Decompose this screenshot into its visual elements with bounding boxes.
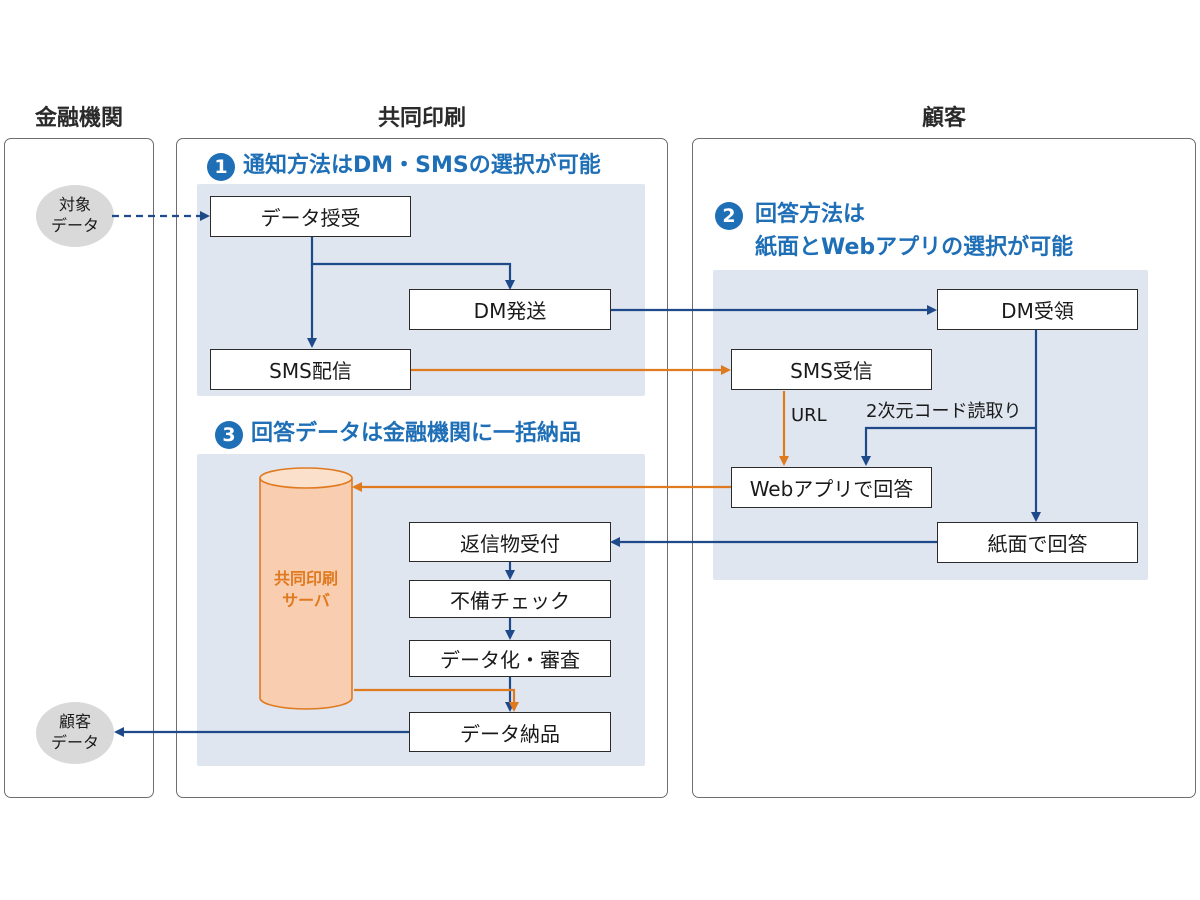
lane-bank [4, 138, 154, 798]
node-digitize-review: データ化・審査 [409, 640, 611, 677]
node-web-answer: Webアプリで回答 [731, 467, 932, 508]
node-defect-check: 不備チェック [409, 580, 611, 618]
lane-title-customer: 顧客 [921, 106, 966, 131]
target-data-bubble: 対象 データ [36, 185, 114, 247]
lane-title-printer: 共同印刷 [377, 106, 466, 131]
server-label: 共同印刷 サーバ [258, 568, 354, 611]
node-dm-receive: DM受領 [937, 289, 1138, 330]
node-data-delivery: データ納品 [409, 712, 611, 752]
server-label-line2: サーバ [282, 590, 330, 610]
node-return-accept: 返信物受付 [409, 522, 611, 562]
section-1-title: 通知方法はDM・SMSの選択が可能 [243, 153, 601, 178]
server-label-line1: 共同印刷 [273, 569, 338, 588]
arrow-server-to-delivery [354, 688, 519, 712]
target-data-line2: データ [50, 216, 99, 235]
node-dm-send: DM発送 [409, 289, 611, 330]
customer-data-line1: 顧客 [58, 712, 91, 732]
target-data-line1: 対象 [58, 195, 91, 215]
lane-title-bank: 金融機関 [34, 106, 123, 131]
arrow-receive-to-dm [310, 237, 515, 290]
section-3-number-icon: 3 [215, 421, 243, 449]
section-2-title-line2: 紙面とWebアプリの選択が可能 [755, 235, 1074, 260]
node-sms-delivery: SMS配信 [210, 349, 411, 390]
node-data-receive: データ授受 [210, 196, 411, 237]
node-sms-receive: SMS受信 [731, 349, 932, 390]
section-2-title-line1: 回答方法は [755, 202, 866, 227]
section-1-number-icon: 1 [207, 153, 235, 181]
section-3-title: 回答データは金融機関に一括納品 [251, 421, 582, 446]
customer-data-line2: データ [50, 733, 99, 752]
edge-label-url: URL [791, 405, 827, 426]
arrow-qr-to-web [861, 426, 1036, 466]
section-2-number-icon: 2 [715, 202, 743, 230]
edge-label-qr-read: 2次元コード読取り [866, 401, 1022, 422]
server-cylinder-icon [259, 467, 353, 710]
node-paper-answer: 紙面で回答 [937, 522, 1138, 563]
customer-data-bubble: 顧客 データ [36, 702, 114, 764]
